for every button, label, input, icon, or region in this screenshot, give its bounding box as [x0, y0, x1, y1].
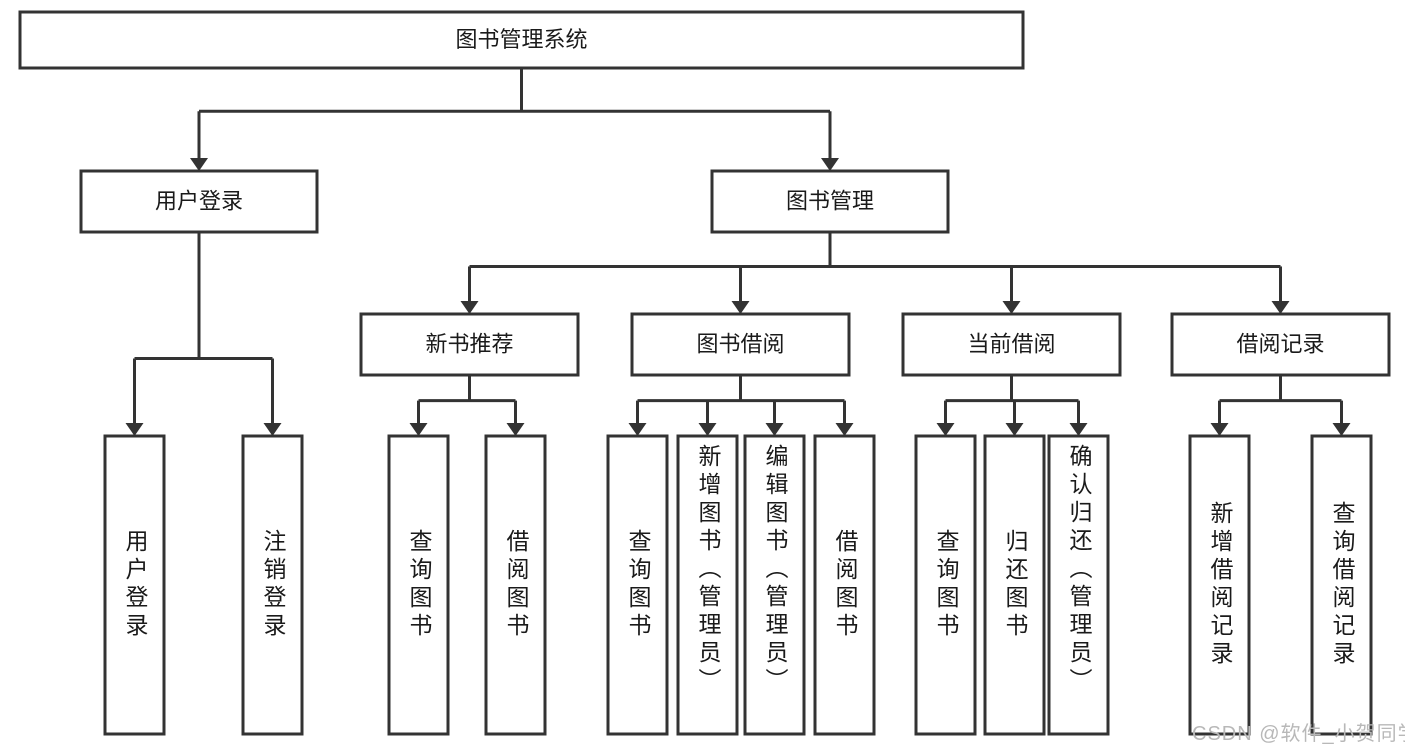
node-box-new-book-recommend[interactable] — [359, 312, 580, 377]
node-box-book-borrow[interactable] — [630, 312, 851, 377]
arrow-head — [460, 301, 479, 314]
leaf-label-wrap-leaf-query-book-2: 查询图书 — [608, 436, 667, 734]
leaf-label-wrap-leaf-borrow-book-2: 借阅图书 — [815, 436, 874, 734]
leaf-label-leaf-user-login: 用户登录 — [122, 529, 148, 641]
leaf-label-leaf-query-record: 查询借阅记录 — [1329, 501, 1355, 669]
node-box-root[interactable] — [18, 10, 1025, 70]
arrow-head — [409, 423, 428, 436]
node-box-leaf-add-record[interactable] — [1188, 434, 1251, 736]
arrow-head — [1332, 423, 1351, 436]
node-label-user-login: 用户登录 — [155, 188, 243, 213]
node-box-leaf-confirm-return[interactable] — [1047, 434, 1110, 736]
arrow-head — [1271, 301, 1290, 314]
node-box-leaf-return-book[interactable] — [983, 434, 1046, 736]
arrow-head — [1210, 423, 1229, 436]
arrow-head — [1069, 423, 1088, 436]
arrow-head — [936, 423, 955, 436]
node-label-book-management: 图书管理 — [786, 188, 874, 213]
arrow-head — [628, 423, 647, 436]
leaf-label-wrap-leaf-borrow-book-1: 借阅图书 — [486, 436, 545, 734]
arrow-head — [731, 301, 750, 314]
node-box-leaf-query-book-3[interactable] — [914, 434, 977, 736]
leaf-label-wrap-leaf-query-book-1: 查询图书 — [389, 436, 448, 734]
node-box-leaf-add-book[interactable] — [676, 434, 739, 736]
leaf-label-wrap-leaf-user-login: 用户登录 — [105, 436, 164, 734]
node-label-borrow-record: 借阅记录 — [1236, 331, 1324, 356]
leaf-label-wrap-leaf-add-book: 新增图书（管理员） — [678, 436, 737, 734]
leaf-label-leaf-logout: 注销登录 — [260, 529, 286, 641]
leaf-label-wrap-leaf-add-record: 新增借阅记录 — [1190, 436, 1249, 734]
node-box-leaf-borrow-book-2[interactable] — [813, 434, 876, 736]
node-label-book-borrow: 图书借阅 — [696, 331, 784, 356]
node-box-leaf-borrow-book-1[interactable] — [484, 434, 547, 736]
node-box-leaf-query-record[interactable] — [1310, 434, 1373, 736]
leaf-label-wrap-leaf-logout: 注销登录 — [243, 436, 302, 734]
leaf-label-leaf-add-record: 新增借阅记录 — [1207, 501, 1233, 669]
arrow-head — [263, 423, 282, 436]
leaf-label-wrap-leaf-confirm-return: 确认归还（管理员） — [1049, 436, 1108, 734]
leaf-label-leaf-query-book-1: 查询图书 — [406, 529, 432, 641]
leaf-label-leaf-return-book: 归还图书 — [1002, 529, 1028, 641]
arrow-head — [835, 423, 854, 436]
leaf-label-leaf-query-book-3: 查询图书 — [933, 529, 959, 641]
node-box-current-borrow[interactable] — [901, 312, 1122, 377]
node-label-new-book-recommend: 新书推荐 — [425, 331, 513, 356]
connectors-layer — [125, 68, 1351, 436]
arrow-head — [821, 158, 839, 171]
node-box-leaf-edit-book[interactable] — [743, 434, 806, 736]
arrow-head — [1002, 301, 1021, 314]
leaf-label-leaf-add-book: 新增图书（管理员） — [695, 444, 721, 696]
node-box-leaf-query-book-2[interactable] — [606, 434, 669, 736]
leaf-label-wrap-leaf-return-book: 归还图书 — [985, 436, 1044, 734]
node-box-leaf-logout[interactable] — [241, 434, 304, 736]
node-box-leaf-query-book-1[interactable] — [387, 434, 450, 736]
leaf-label-wrap-leaf-query-record: 查询借阅记录 — [1312, 436, 1371, 734]
leaf-label-leaf-borrow-book-1: 借阅图书 — [503, 529, 529, 641]
arrow-head — [765, 423, 784, 436]
arrow-head — [125, 423, 144, 436]
node-box-book-management[interactable] — [710, 169, 950, 234]
leaf-label-leaf-confirm-return: 确认归还（管理员） — [1066, 444, 1092, 696]
leaf-label-leaf-edit-book: 编辑图书（管理员） — [762, 444, 788, 696]
arrow-head — [1005, 423, 1024, 436]
leaf-label-leaf-query-book-2: 查询图书 — [625, 529, 651, 641]
node-box-borrow-record[interactable] — [1170, 312, 1391, 377]
arrow-head — [506, 423, 525, 436]
node-label-current-borrow: 当前借阅 — [967, 331, 1055, 356]
node-label-root: 图书管理系统 — [455, 27, 587, 52]
leaf-label-wrap-leaf-query-book-3: 查询图书 — [916, 436, 975, 734]
leaf-label-leaf-borrow-book-2: 借阅图书 — [832, 529, 858, 641]
arrow-head — [190, 158, 208, 171]
node-box-user-login[interactable] — [79, 169, 319, 234]
leaf-label-wrap-leaf-edit-book: 编辑图书（管理员） — [745, 436, 804, 734]
node-box-leaf-user-login[interactable] — [103, 434, 166, 736]
arrow-head — [698, 423, 717, 436]
